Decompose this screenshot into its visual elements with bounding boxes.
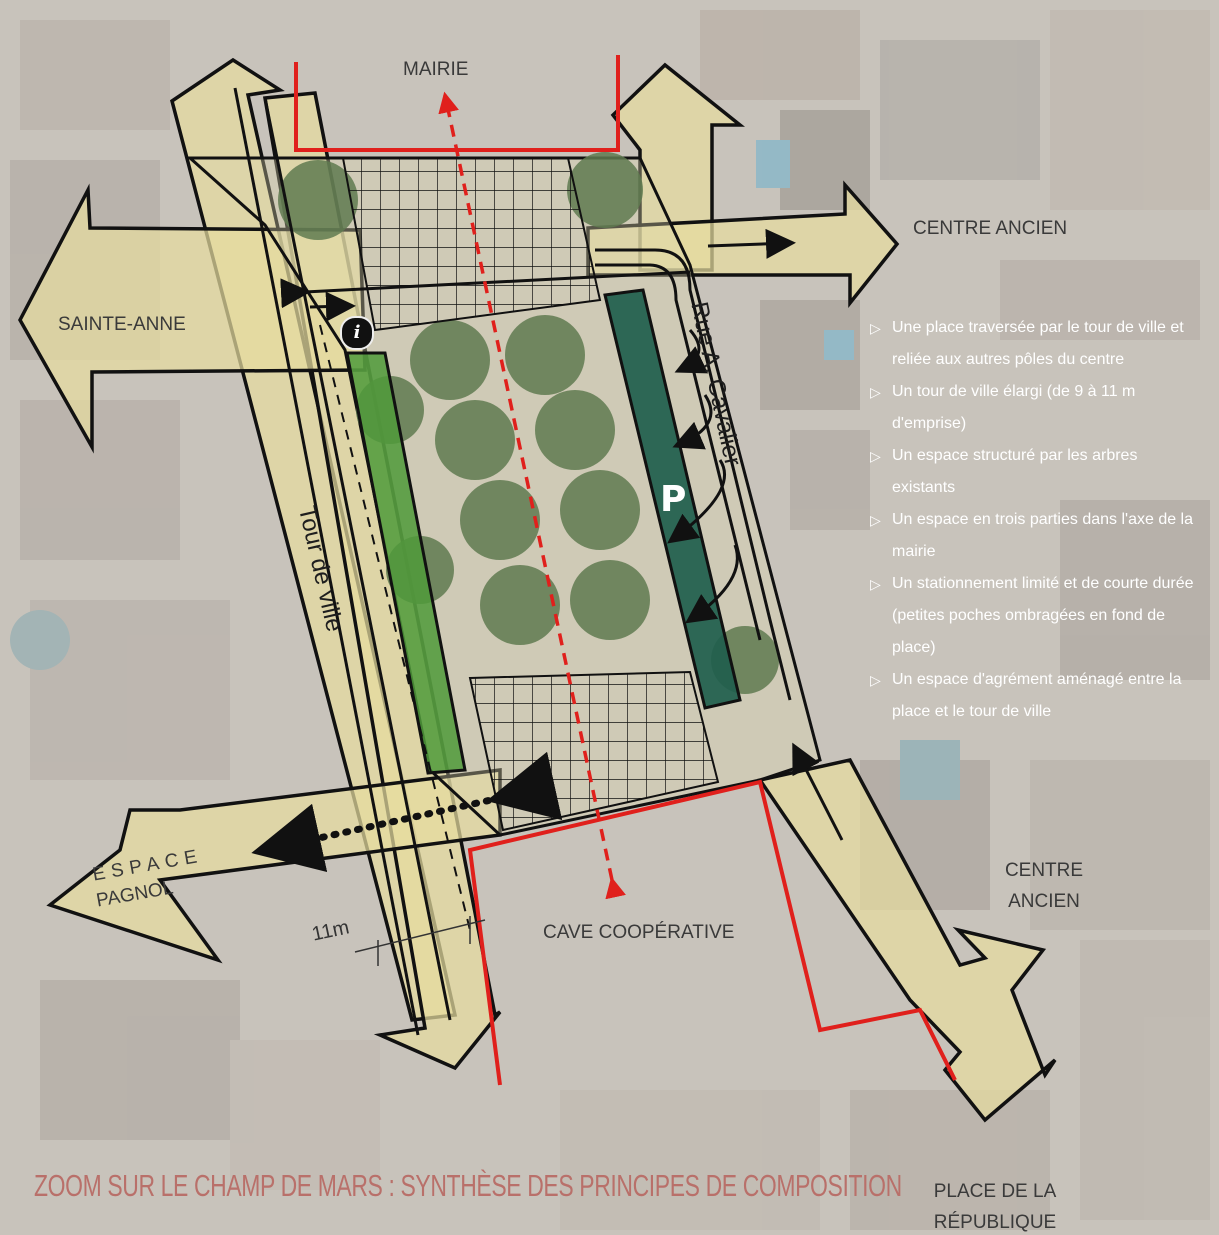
label-centre-ancien-se: CENTRE ANCIEN (1004, 860, 1084, 912)
label-place-republique: PLACE DE LA RÉPUBLIQUE (933, 1181, 1057, 1233)
arrow-west (18, 183, 367, 454)
dimension-11m (354, 916, 486, 966)
label-mairie: MAIRIE (403, 59, 469, 80)
legend-list: ▷ Une place traversée par le tour de vill… (868, 312, 1198, 728)
parking-icon: P (660, 479, 687, 520)
triangle-bullet-icon: ▷ (870, 448, 881, 464)
triangle-bullet-icon: ▷ (870, 512, 881, 528)
info-icon: i (340, 316, 374, 350)
triangle-bullet-icon: ▷ (870, 384, 881, 400)
legend-item: ▷ Un stationnement limité et de courte du… (868, 568, 1198, 664)
legend-item-text: Un espace structuré par les arbres exist… (892, 447, 1138, 496)
mairie-axis (438, 91, 626, 900)
principles-legend: ▷ Une place traversée par le tour de vill… (868, 312, 1198, 728)
legend-item: ▷ Une place traversée par le tour de vill… (868, 312, 1198, 376)
grid-north (341, 157, 602, 332)
legend-item-text: Un espace en trois parties dans l'axe de… (892, 511, 1194, 560)
triangle-bullet-icon: ▷ (870, 672, 881, 688)
legend-item-text: Un tour de ville élargi (de 9 à 11 m d'e… (892, 383, 1136, 432)
legend-item-text: Un stationnement limité et de courte dur… (892, 575, 1194, 656)
triangle-bullet-icon: ▷ (870, 576, 881, 592)
arrow-southeast (757, 758, 1057, 1123)
map-title: ZOOM SUR LE CHAMP DE MARS : SYNTHÈSE DES… (34, 1168, 902, 1203)
label-cave-cooperative: CAVE COOPÉRATIVE (543, 922, 735, 943)
label-sainte-anne: SAINTE-ANNE (58, 314, 186, 335)
legend-item-text: Un espace d'agrément aménagé entre la pl… (892, 671, 1182, 720)
background-blocks (10, 10, 1210, 1230)
label-centre-ancien-east: CENTRE ANCIEN (913, 218, 1068, 239)
legend-item: ▷ Un espace structuré par les arbres exis… (868, 440, 1198, 504)
legend-item: ▷ Un tour de ville élargi (de 9 à 11 m d'… (868, 376, 1198, 440)
legend-item: ▷ Un espace en trois parties dans l'axe d… (868, 504, 1198, 568)
legend-item: ▷ Un espace d'agrément aménagé entre la p… (868, 664, 1198, 728)
legend-item-text: Une place traversée par le tour de ville… (892, 319, 1184, 368)
triangle-bullet-icon: ▷ (870, 320, 881, 336)
